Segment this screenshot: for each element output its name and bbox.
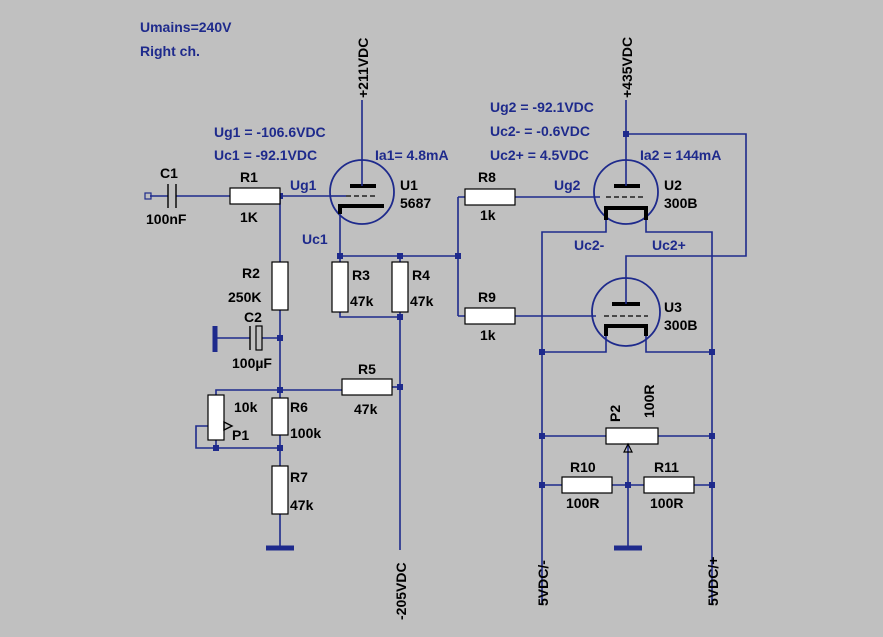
r4-val: 47k xyxy=(410,293,434,309)
net-uc2-plus: Uc2+ xyxy=(652,237,686,253)
r2-ref: R2 xyxy=(242,265,260,281)
r6-ref: R6 xyxy=(290,399,308,415)
resistor-r9 xyxy=(464,307,516,325)
p1-ref: P1 xyxy=(232,427,249,443)
net-uc1: Uc1 xyxy=(302,231,328,247)
u3-ref: U3 xyxy=(664,299,682,315)
r1-val: 1K xyxy=(240,209,258,225)
op-ia2: Ia2 = 144mA xyxy=(640,147,721,163)
op-uc2-minus: Uc2- = -0.6VDC xyxy=(490,123,590,139)
resistor-r2 xyxy=(271,261,289,311)
r9-val: 1k xyxy=(480,327,496,343)
capacitor-c2 xyxy=(249,325,263,351)
resistor-r5 xyxy=(341,378,393,396)
r10-val: 100R xyxy=(566,495,599,511)
r7-ref: R7 xyxy=(290,469,308,485)
r5-val: 47k xyxy=(354,401,378,417)
rail-neg: -205VDC xyxy=(393,562,409,620)
r1-ref: R1 xyxy=(240,169,258,185)
resistor-r3 xyxy=(331,261,349,313)
c1-ref: C1 xyxy=(160,165,178,181)
net-ug1: Ug1 xyxy=(290,177,317,193)
u3-val: 300B xyxy=(664,317,697,333)
r7-val: 47k xyxy=(290,497,314,513)
c1-val: 100nF xyxy=(146,211,187,227)
resistor-r8 xyxy=(464,188,516,206)
resistor-r10 xyxy=(561,476,613,494)
r5-ref: R5 xyxy=(358,361,376,377)
op-ia1: Ia1= 4.8mA xyxy=(375,147,449,163)
junction-dots xyxy=(213,131,715,488)
r11-ref: R11 xyxy=(654,459,679,475)
rail-fil-minus: 5VDC/- xyxy=(535,560,551,606)
rail-b2: +435VDC xyxy=(619,37,635,98)
mains-note: Umains=240V xyxy=(140,19,232,35)
rail-b1: +211VDC xyxy=(355,38,371,98)
r3-val: 47k xyxy=(350,293,374,309)
capacitor-c1 xyxy=(144,184,177,208)
u2-val: 300B xyxy=(664,195,697,211)
r8-ref: R8 xyxy=(478,169,496,185)
op-ug1: Ug1 = -106.6VDC xyxy=(214,124,326,140)
r3-ref: R3 xyxy=(352,267,370,283)
net-ug2: Ug2 xyxy=(554,177,581,193)
resistor-r1 xyxy=(229,187,281,205)
p2-ref: P2 xyxy=(607,405,623,422)
p1-val: 10k xyxy=(234,399,258,415)
r11-val: 100R xyxy=(650,495,683,511)
u1-val: 5687 xyxy=(400,195,431,211)
resistor-r6 xyxy=(271,397,289,436)
r6-val: 100k xyxy=(290,425,321,441)
op-uc1: Uc1 = -92.1VDC xyxy=(214,147,317,163)
resistor-r4 xyxy=(391,261,409,313)
c2-ref: C2 xyxy=(244,309,262,325)
r4-ref: R4 xyxy=(412,267,430,283)
resistor-r11 xyxy=(643,476,695,494)
net-uc2-minus: Uc2- xyxy=(574,237,605,253)
resistor-r7 xyxy=(271,465,289,515)
op-ug2: Ug2 = -92.1VDC xyxy=(490,99,594,115)
r9-ref: R9 xyxy=(478,289,496,305)
potentiometer-p1 xyxy=(207,394,234,441)
r8-val: 1k xyxy=(480,207,496,223)
r2-val: 250K xyxy=(228,289,261,305)
channel-note: Right ch. xyxy=(140,43,200,59)
tube-u2 xyxy=(593,159,659,225)
op-uc2-plus: Uc2+ = 4.5VDC xyxy=(490,147,589,163)
c2-val: 100µF xyxy=(232,355,272,371)
potentiometer-p2 xyxy=(605,427,659,453)
u2-ref: U2 xyxy=(664,177,682,193)
rail-fil-plus: 5VDC/+ xyxy=(705,557,721,606)
tube-u1 xyxy=(329,159,395,225)
tube-u3 xyxy=(591,277,661,347)
u1-ref: U1 xyxy=(400,177,418,193)
p2-val: 100R xyxy=(641,385,657,418)
r10-ref: R10 xyxy=(570,459,596,475)
ground-symbols xyxy=(212,326,642,551)
